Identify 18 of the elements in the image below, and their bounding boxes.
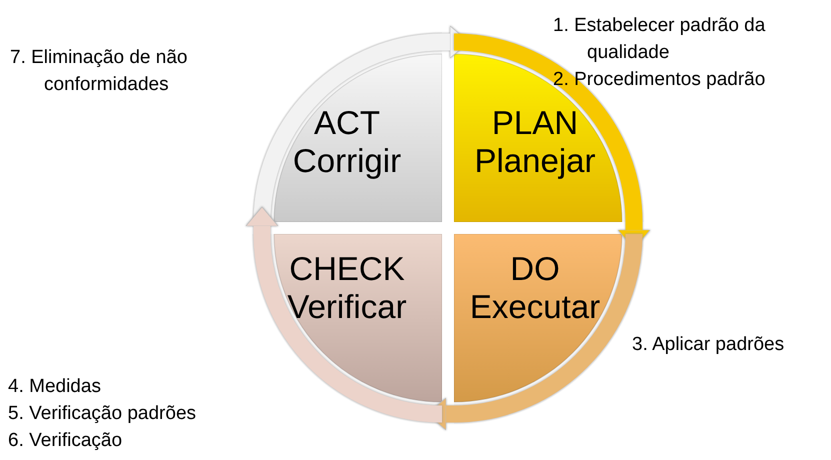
quadrant-label: ACT <box>314 104 380 142</box>
note-text: 1. Estabelecer padrão da qualidade <box>553 14 766 65</box>
quadrant-label: PLAN <box>492 104 578 142</box>
quadrant-shape <box>252 32 442 222</box>
quadrant-label: Executar <box>470 288 600 326</box>
note-text: 6. Verificação <box>8 429 124 453</box>
note-text: 3. Aplicar padrões <box>632 333 786 357</box>
quadrant-shape <box>252 234 442 424</box>
curved-arrow <box>246 206 443 422</box>
note-text: 2. Procedimentos padrão <box>553 68 766 92</box>
quadrant-label: Corrigir <box>292 142 402 180</box>
note-text: 7. Eliminação de não conformidades <box>10 46 188 97</box>
quadrant-label: CHECK <box>289 250 405 288</box>
quadrant-label: Verificar <box>287 288 407 326</box>
note-text: 5. Verificação padrões <box>8 402 198 426</box>
note-text: 4. Medidas <box>8 375 102 399</box>
quadrant-label: Planejar <box>474 142 596 180</box>
quadrant-label: DO <box>510 250 560 288</box>
